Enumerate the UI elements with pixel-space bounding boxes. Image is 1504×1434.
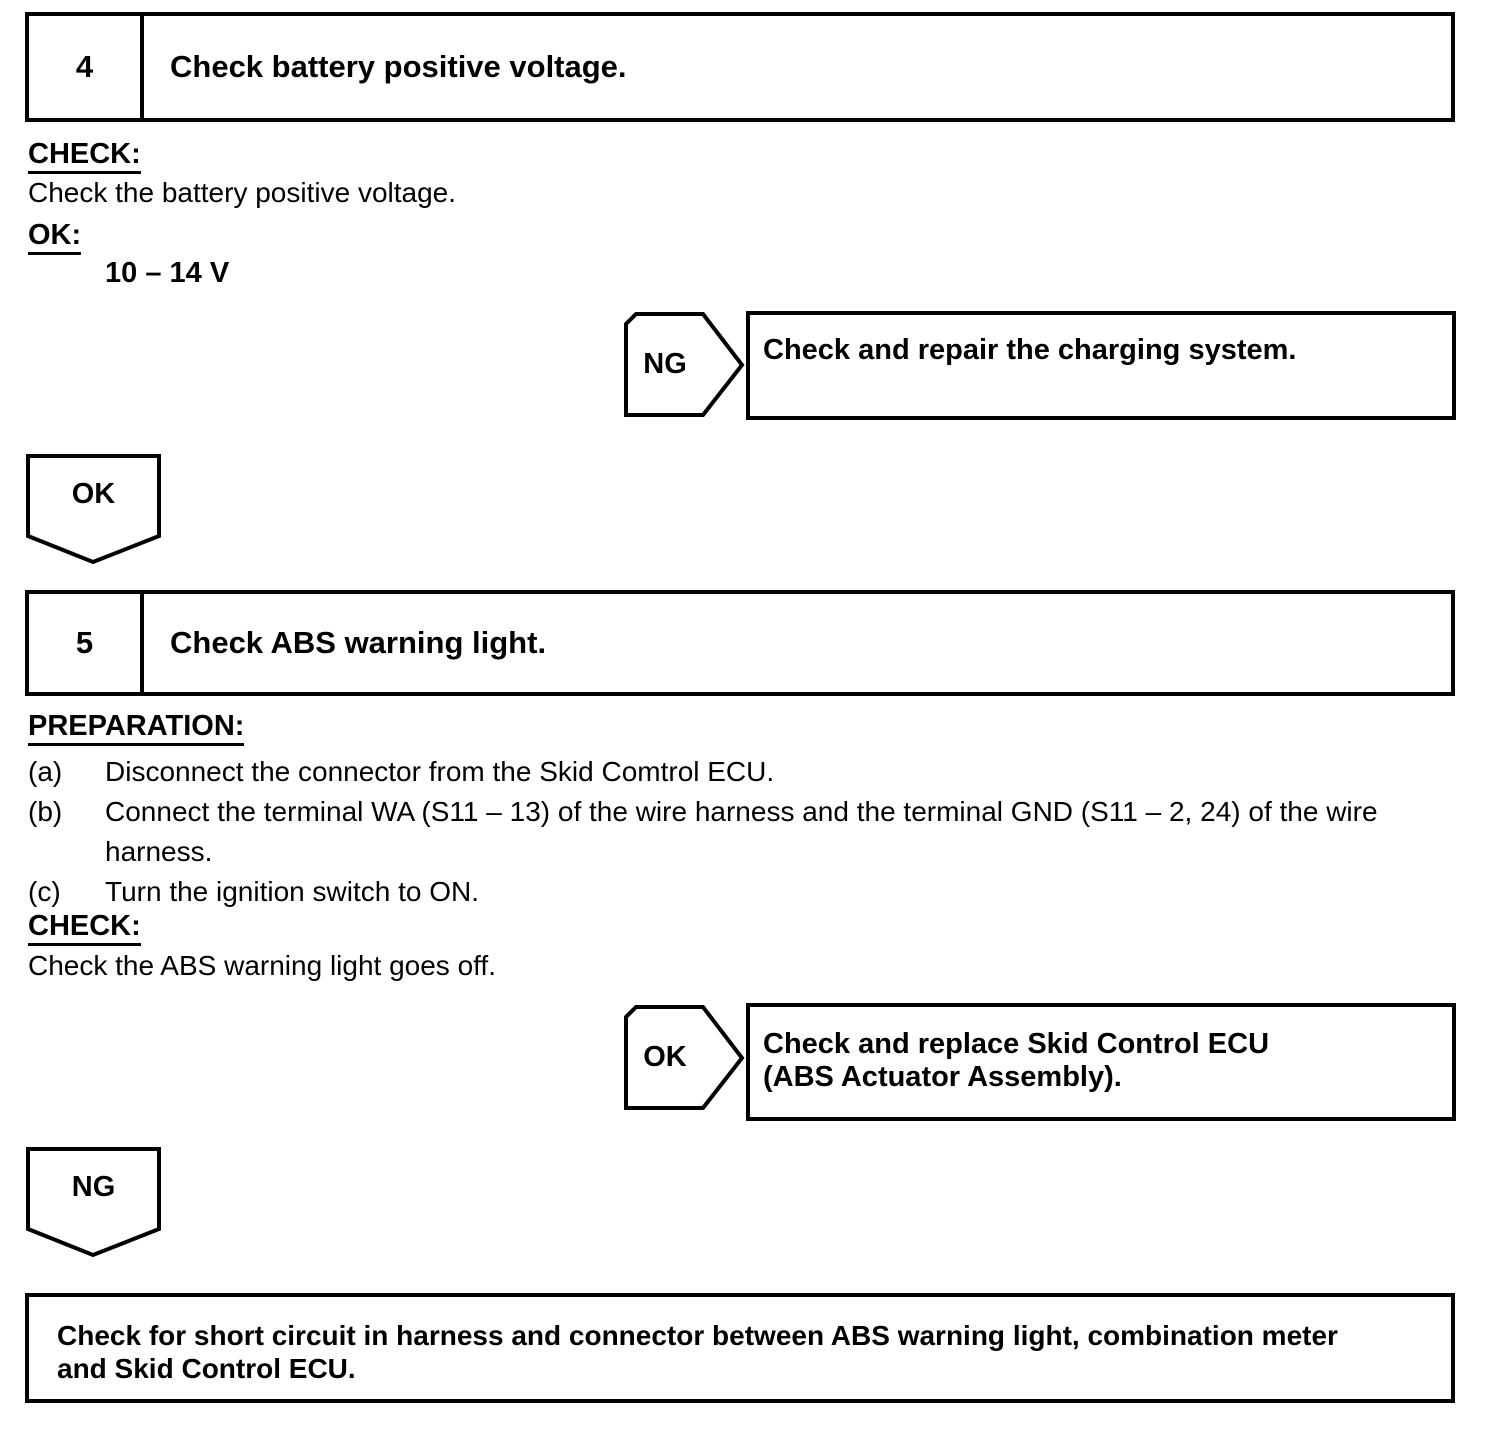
final-action-text-line-2: and Skid Control ECU.: [57, 1353, 356, 1384]
prep-item-c-text: Turn the ignition switch to ON.: [105, 876, 480, 907]
final-action-text-line-1: Check for short circuit in harness and c…: [57, 1320, 1338, 1351]
step-4-ok-heading: OK:: [28, 220, 82, 255]
step-5-title: Check ABS warning light.: [170, 625, 547, 660]
ok-right-arrow-icon: [624, 1005, 745, 1110]
ng-right-arrow-label: NG: [643, 348, 687, 380]
ng-down-arrow-label: NG: [71, 1171, 116, 1203]
ok-down-arrow-icon: [26, 454, 161, 565]
step-4-title: Check battery positive voltage.: [170, 49, 627, 84]
ng-action-box: Check and repair the charging system.: [746, 311, 1456, 420]
ng-right-arrow-icon: [624, 312, 745, 417]
prep-item-a-text: Disconnect the connector from the Skid C…: [105, 756, 775, 787]
step-5-number: 5: [29, 594, 144, 692]
step-4-header: 4 Check battery positive voltage.: [25, 12, 1455, 122]
prep-item-b: (b) Connect the terminal WA (S11 – 13) o…: [28, 792, 1468, 872]
prep-item-a-marker: (a): [28, 756, 63, 787]
prep-item-b-marker: (b): [28, 796, 63, 827]
preparation-list: (a) Disconnect the connector from the Sk…: [28, 752, 1468, 912]
step-4-check-heading: CHECK:: [28, 139, 141, 174]
ok-down-arrow-label: OK: [71, 478, 116, 510]
prep-item-b-text-line-2: harness.: [105, 836, 213, 867]
prep-item-c-marker: (c): [28, 876, 61, 907]
prep-item-b-text-line-1: Connect the terminal WA (S11 – 13) of th…: [105, 796, 1378, 827]
step-4-number: 4: [29, 16, 144, 118]
step-4-ok-spec: 10 – 14 V: [105, 257, 230, 289]
ok-right-arrow-label: OK: [643, 1041, 687, 1073]
preparation-heading: PREPARATION:: [28, 711, 245, 746]
final-action-box: Check for short circuit in harness and c…: [25, 1293, 1455, 1403]
prep-item-a: (a) Disconnect the connector from the Sk…: [28, 752, 1468, 792]
step-5-header: 5 Check ABS warning light.: [25, 590, 1455, 696]
step-4-check-text: Check the battery positive voltage.: [28, 177, 457, 208]
step-5-check-heading: CHECK:: [28, 911, 141, 946]
ok-action-text-line-2: (ABS Actuator Assembly).: [763, 1061, 1122, 1093]
step-5-check-text: Check the ABS warning light goes off.: [28, 950, 496, 981]
ng-action-text: Check and repair the charging system.: [763, 334, 1297, 366]
ng-down-arrow-icon: [26, 1147, 161, 1258]
prep-item-c: (c) Turn the ignition switch to ON.: [28, 872, 1468, 912]
ok-action-box: Check and replace Skid Control ECU (ABS …: [746, 1003, 1456, 1121]
ok-action-text-line-1: Check and replace Skid Control ECU: [763, 1028, 1270, 1060]
